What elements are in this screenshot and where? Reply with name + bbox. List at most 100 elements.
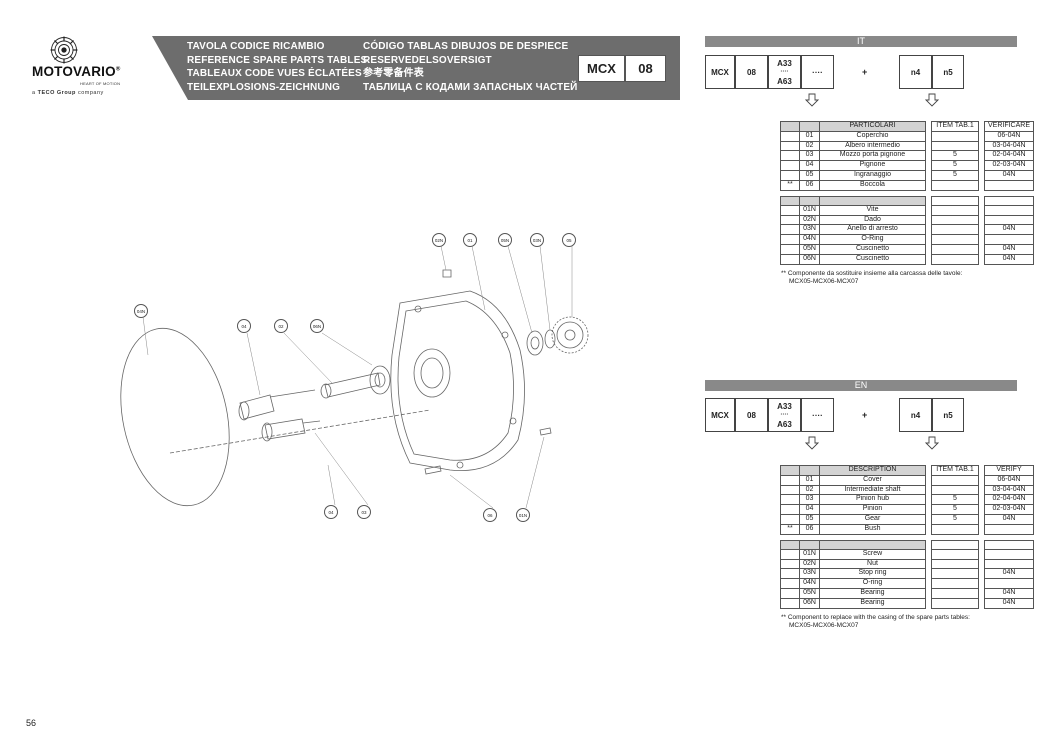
pinion-lower-part <box>264 418 306 440</box>
pinion-upper-part <box>239 394 275 420</box>
title-fr: TABLEAUX CODE VUES ÉCLATÉES <box>187 68 362 79</box>
header-verify: VERIFY <box>984 465 1034 476</box>
title-es: CÓDIGO TABLAS DIBUJOS DE DESPIECE <box>363 41 569 52</box>
cover-part <box>390 290 525 471</box>
page-number: 56 <box>26 718 37 728</box>
header-description: PARTICOLARI <box>820 121 926 132</box>
arrow-down-icon <box>925 93 939 107</box>
footnote-en: ** Component to replace with the casing … <box>781 614 970 629</box>
code-n5-cell: n5 <box>932 55 964 89</box>
code-table-cell: 08 <box>735 398 768 432</box>
gear-part <box>551 316 589 354</box>
callout-06: 06 <box>483 508 497 522</box>
header-item: ITEM TAB.1 <box>931 121 979 132</box>
header-item: ITEM TAB.1 <box>931 465 979 476</box>
title-banner: TAVOLA CODICE RICAMBIO REFERENCE SPARE P… <box>152 36 680 100</box>
header-verify: VERIFICARE <box>984 121 1034 132</box>
code-n4-cell: n4 <box>899 55 932 89</box>
code-n5-cell: n5 <box>932 398 964 432</box>
callout-05n: 05N <box>498 233 512 247</box>
title-de: TEILEXPLOSIONS-ZEICHNUNG <box>187 81 341 93</box>
exploded-drawing: 02N 01 05N 03N 05 04N 04 02 06N 04 03 06… <box>110 225 600 525</box>
group-line: a TECO Group company <box>32 90 104 96</box>
title-ru: ТАБЛИЦА С КОДАМИ ЗАПАСНЫХ ЧАСТЕЙ <box>363 81 578 93</box>
title-zh: 参考零备件表 <box>363 68 424 79</box>
callout-05: 05 <box>562 233 576 247</box>
title-da: RESERVEDELSOVERSIGT <box>363 54 492 66</box>
stop-ring-part <box>544 329 556 349</box>
titles-left: TAVOLA CODICE RICAMBIO REFERENCE SPARE P… <box>187 40 367 94</box>
callout-03n: 03N <box>530 233 544 247</box>
callout-03: 03 <box>357 505 371 519</box>
callout-02: 02 <box>274 319 288 333</box>
code-model-cell: MCX <box>705 55 735 89</box>
title-it: TAVOLA CODICE RICAMBIO <box>187 41 325 52</box>
header-description: DESCRIPTION <box>820 465 926 476</box>
o-ring-part <box>120 327 230 507</box>
screw-part <box>539 427 552 436</box>
code-variant-cell: ···· <box>801 55 834 89</box>
shaft-part <box>324 372 381 398</box>
code-model-cell: MCX <box>705 398 735 432</box>
section-bar-it: IT <box>705 36 1017 47</box>
bearing-05n-part <box>526 330 544 356</box>
callout-04n: 04N <box>134 304 148 318</box>
callout-02n: 02N <box>432 233 446 247</box>
arrow-down-icon <box>805 436 819 450</box>
code-size-cell: A33 ···· A63 <box>768 55 801 89</box>
brand-tagline: HEART OF MOTION <box>80 81 121 86</box>
table-code-box: 08 <box>625 55 666 82</box>
plus-sign: + <box>862 410 868 420</box>
banner-shape <box>152 36 680 100</box>
plus-sign: + <box>862 67 868 77</box>
code-n4-cell: n4 <box>899 398 932 432</box>
callout-06n: 06N <box>310 319 324 333</box>
code-table-cell: 08 <box>735 55 768 89</box>
bearing-06n-part <box>369 365 391 395</box>
callout-01n: 01N <box>516 508 530 522</box>
code-variant-cell: ···· <box>801 398 834 432</box>
section-bar-en: EN <box>705 380 1017 391</box>
callout-04-upper: 04 <box>237 319 251 333</box>
nut-part <box>442 269 452 278</box>
model-code-box: MCX <box>578 55 625 82</box>
title-en: REFERENCE SPARE PARTS TABLES <box>187 54 368 66</box>
titles-right: CÓDIGO TABLAS DIBUJOS DE DESPIECE RESERV… <box>363 40 577 94</box>
brand-name: MOTOVARIO® <box>32 64 121 79</box>
callout-01: 01 <box>463 233 477 247</box>
motovario-emblem-icon <box>50 36 78 64</box>
footnote-it: ** Componente da sostituire insieme alla… <box>781 270 963 285</box>
exploded-drawing-svg <box>120 245 589 509</box>
arrow-down-icon <box>925 436 939 450</box>
callout-04-lower: 04 <box>324 505 338 519</box>
motovario-logo: MOTOVARIO® HEART OF MOTION a TECO Group … <box>32 36 136 96</box>
